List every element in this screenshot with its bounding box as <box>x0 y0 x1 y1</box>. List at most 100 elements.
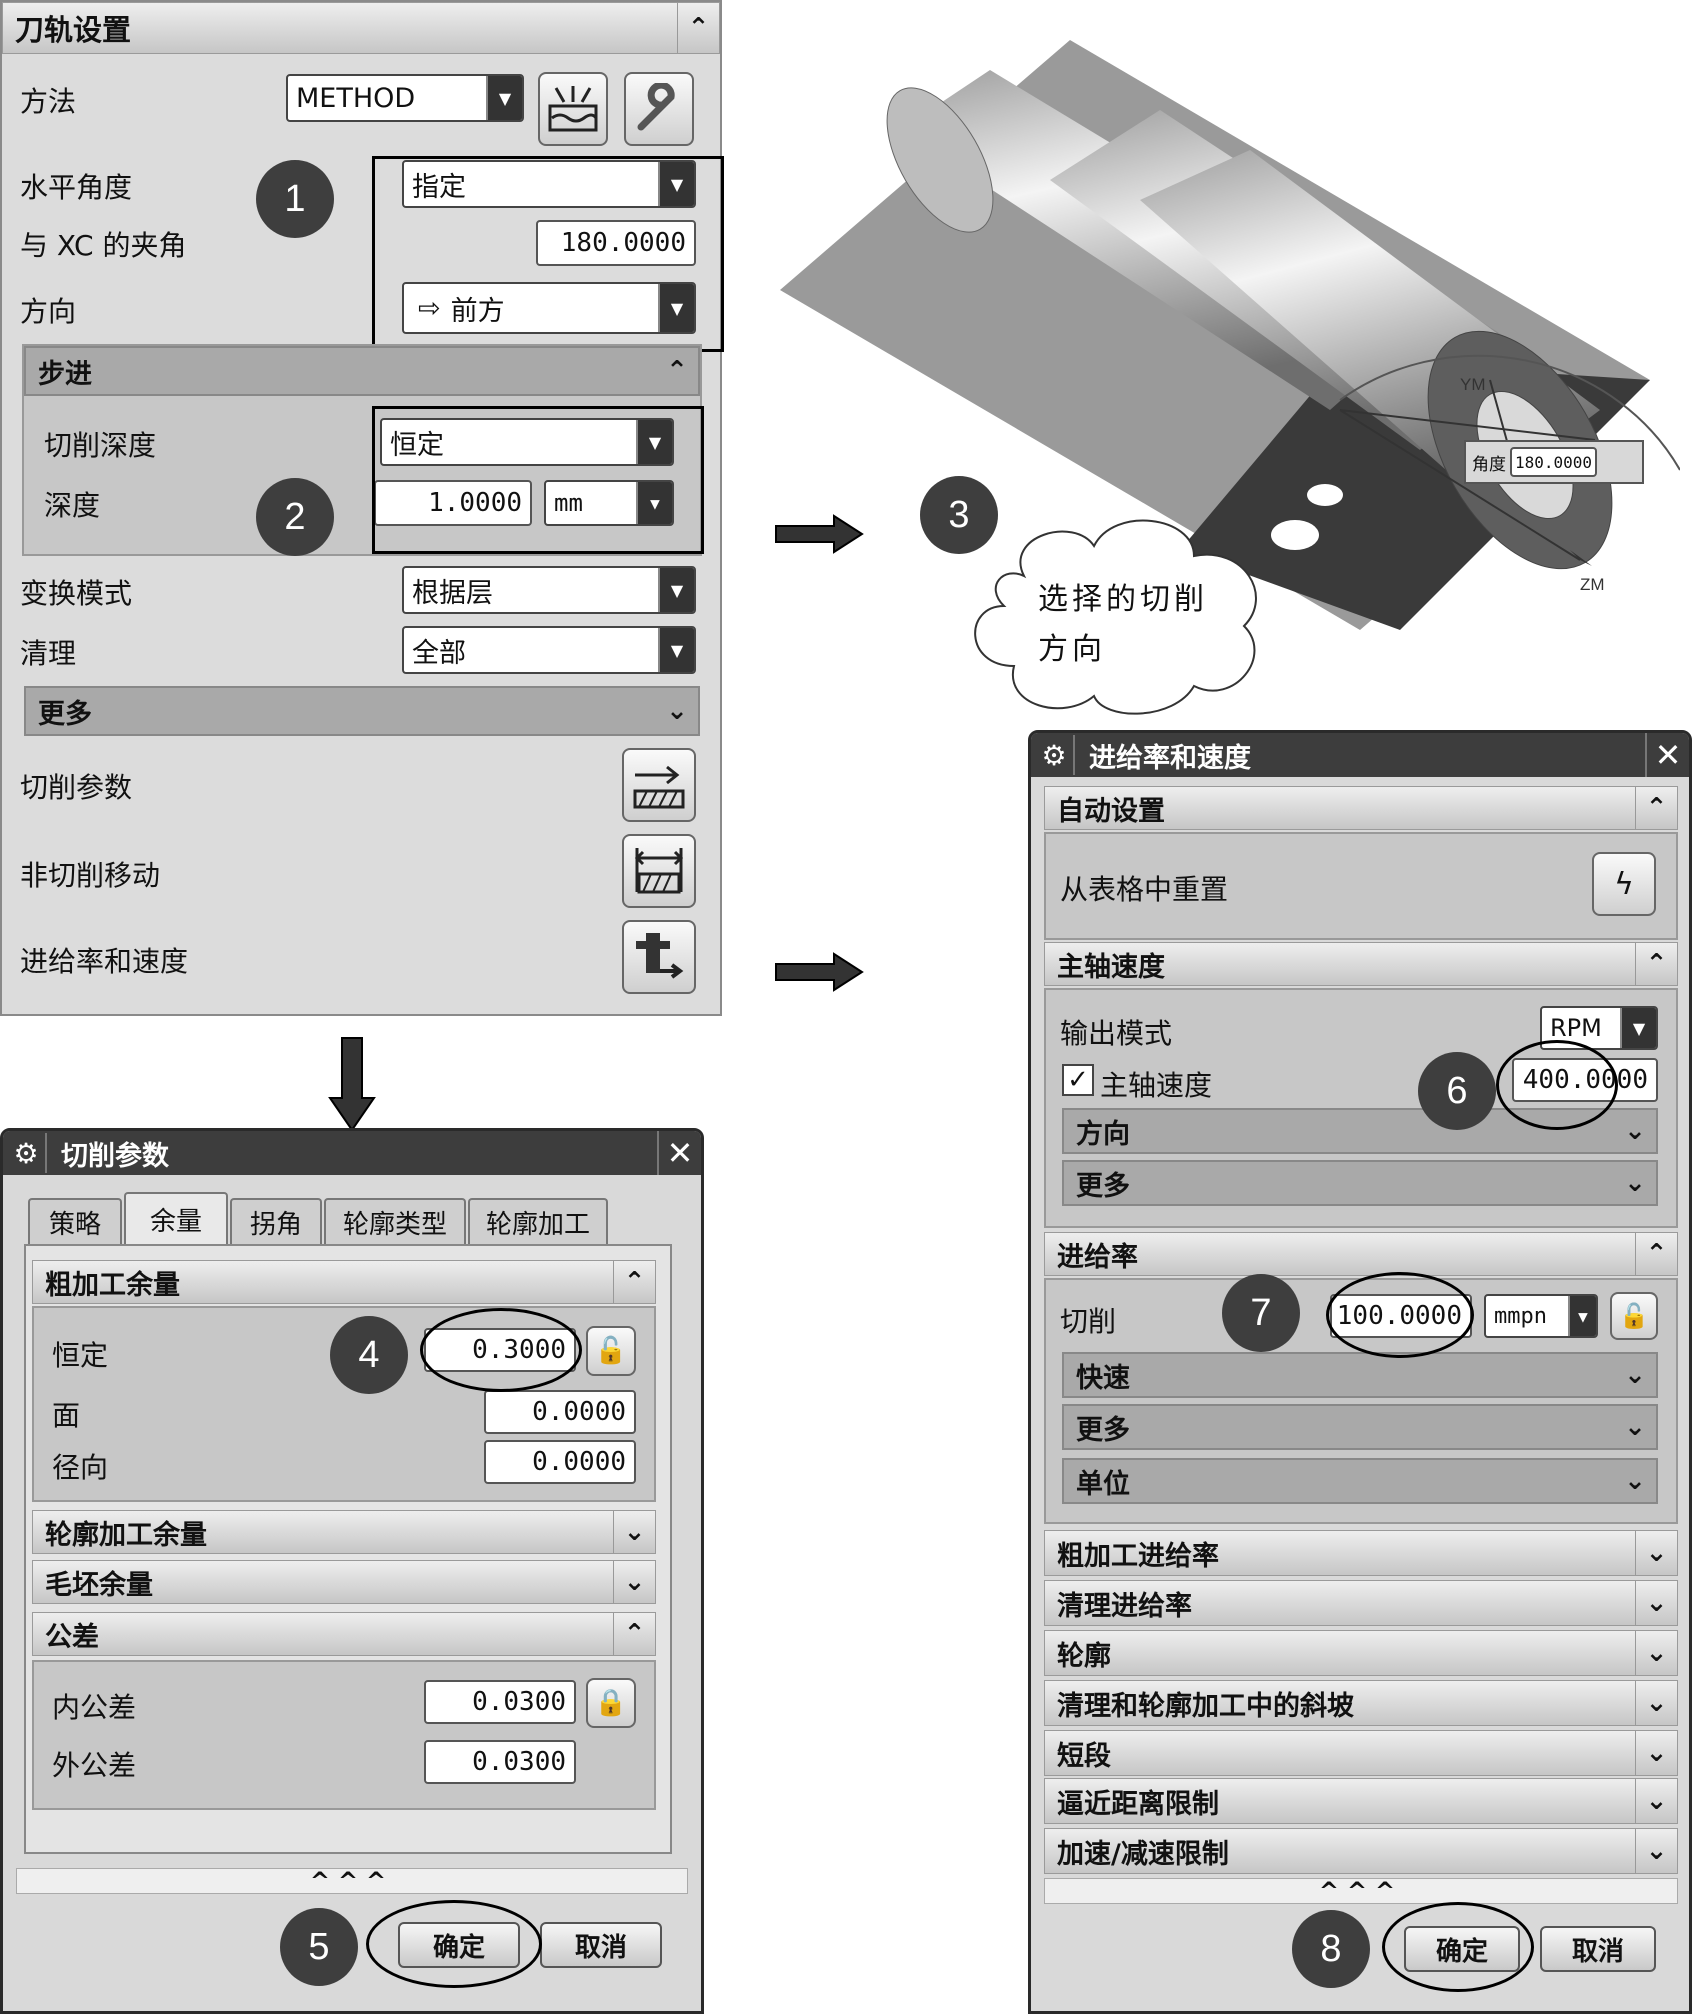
clean-feed-header[interactable]: 清理进给率⌄ <box>1044 1580 1678 1626</box>
approach-limit-header[interactable]: 逼近距离限制⌄ <box>1044 1778 1678 1824</box>
tab-strategy[interactable]: 策略 <box>28 1198 122 1244</box>
method-select[interactable]: METHOD▼ <box>286 74 524 122</box>
chevron-down-icon[interactable]: ⌄ <box>1624 1466 1646 1496</box>
chevron-down-icon[interactable]: ⌄ <box>1635 1779 1677 1823</box>
short-segment-header[interactable]: 短段⌄ <box>1044 1730 1678 1776</box>
cut-depth-label: 切削深度 <box>44 429 157 462</box>
dropdown-arrow-icon: ▼ <box>658 628 694 672</box>
noncut-moves-icon <box>634 848 684 894</box>
chevron-down-icon[interactable]: ⌄ <box>1624 1116 1646 1146</box>
inner-tol-input[interactable]: 0.0300 <box>424 1680 576 1724</box>
chevron-down-icon[interactable]: ⌄ <box>1635 1531 1677 1575</box>
close-icon[interactable]: ✕ <box>657 1131 701 1175</box>
contour-header[interactable]: 轮廓⌄ <box>1044 1630 1678 1676</box>
cut-feed-unit-select[interactable]: mmpn▼ <box>1484 1294 1598 1338</box>
rough-stock-header[interactable]: 粗加工余量⌃ <box>32 1260 656 1304</box>
depth-input[interactable]: 1.0000 <box>374 480 532 526</box>
blank-stock-header[interactable]: 毛坯余量⌄ <box>32 1560 656 1604</box>
tab-corners[interactable]: 拐角 <box>230 1198 322 1244</box>
expand-carets[interactable]: ^^^ <box>16 1867 688 1895</box>
reset-from-table-button[interactable]: ϟ <box>1592 852 1656 916</box>
spindle-speed-header[interactable]: 主轴速度⌃ <box>1044 942 1678 986</box>
inner-tol-label: 内公差 <box>52 1691 137 1724</box>
more-header[interactable]: 更多 ⌄ <box>24 686 700 736</box>
face-stock-input[interactable]: 0.0000 <box>484 1390 636 1434</box>
angle-handle-label: 角度 <box>1472 454 1506 475</box>
feeds-label: 进给率和速度 <box>20 945 189 978</box>
close-icon[interactable]: ✕ <box>1645 733 1689 777</box>
direction-header[interactable]: 方向⌄ <box>1062 1108 1658 1154</box>
tol-lock-button[interactable]: 🔒 <box>586 1678 636 1728</box>
chevron-down-icon[interactable]: ⌄ <box>1624 1360 1646 1390</box>
dropdown-arrow-icon: ▼ <box>636 420 672 464</box>
chevron-up-icon[interactable]: ⌃ <box>1635 943 1677 985</box>
angle-handle[interactable]: 角度 180.0000 <box>1464 440 1644 484</box>
expand-carets[interactable]: ^^^ <box>1044 1877 1678 1905</box>
chevron-down-icon[interactable]: ⌄ <box>1635 1681 1677 1725</box>
accel-limit-header[interactable]: 加速/减速限制⌄ <box>1044 1828 1678 1874</box>
feeds-title: 进给率和速度 <box>1089 742 1251 774</box>
rapid-header[interactable]: 快速⌄ <box>1062 1352 1658 1398</box>
feed-more-header[interactable]: 更多⌄ <box>1062 1404 1658 1450</box>
auto-settings-header[interactable]: 自动设置⌃ <box>1044 786 1678 830</box>
gear-icon: ⚙ <box>1035 735 1075 775</box>
xc-angle-input[interactable]: 180.0000 <box>536 220 696 266</box>
chevron-up-icon[interactable]: ⌃ <box>666 356 688 386</box>
cancel-button[interactable]: 取消 <box>540 1922 662 1968</box>
spindle-speed-checkbox[interactable]: ✓ <box>1062 1064 1094 1096</box>
toolpath-settings-header[interactable]: 刀轨设置 ⌃ <box>2 2 720 54</box>
coolant-icon <box>548 86 598 132</box>
direction-select[interactable]: ⇨前方▼ <box>402 282 696 334</box>
cancel-button[interactable]: 取消 <box>1540 1926 1656 1972</box>
tab-contouring[interactable]: 轮廓加工 <box>468 1198 608 1244</box>
tab-contour-type[interactable]: 轮廓类型 <box>324 1198 466 1244</box>
contour-stock-header[interactable]: 轮廓加工余量⌄ <box>32 1510 656 1554</box>
chevron-up-icon[interactable]: ⌃ <box>1635 1233 1677 1275</box>
chevron-up-icon[interactable]: ⌃ <box>1635 787 1677 829</box>
ramp-header[interactable]: 清理和轮廓加工中的斜坡⌄ <box>1044 1680 1678 1726</box>
highlight-ring-8 <box>1382 1902 1534 1992</box>
angle-handle-input[interactable]: 180.0000 <box>1510 447 1598 477</box>
reset-from-table-label: 从表格中重置 <box>1060 873 1229 906</box>
chevron-up-icon[interactable]: ⌃ <box>677 3 719 53</box>
step-header[interactable]: 步进 ⌃ <box>24 346 700 396</box>
chevron-down-icon[interactable]: ⌄ <box>1624 1168 1646 1198</box>
noncut-button[interactable] <box>622 834 696 908</box>
xc-angle-label: 与 XC 的夹角 <box>20 229 187 262</box>
chevron-up-icon[interactable]: ⌃ <box>613 1261 655 1303</box>
outer-tol-input[interactable]: 0.0300 <box>424 1740 576 1784</box>
output-mode-select[interactable]: RPM▼ <box>1540 1006 1658 1050</box>
chevron-down-icon[interactable]: ⌄ <box>1624 1412 1646 1442</box>
cut-depth-select[interactable]: 恒定▼ <box>380 418 674 466</box>
feedrate-header[interactable]: 进给率⌃ <box>1044 1232 1678 1276</box>
chevron-down-icon[interactable]: ⌄ <box>1635 1829 1677 1873</box>
lock-toggle-button[interactable]: 🔓 <box>586 1326 636 1376</box>
cut-params-button[interactable] <box>622 748 696 822</box>
method-edit-button[interactable] <box>624 72 694 146</box>
dropdown-arrow-icon: ▼ <box>636 482 672 524</box>
chevron-up-icon[interactable]: ⌃ <box>613 1613 655 1655</box>
chevron-down-icon[interactable]: ⌄ <box>666 696 688 726</box>
spindle-speed-label: 主轴速度 <box>1100 1069 1213 1102</box>
h-angle-label: 水平角度 <box>20 171 133 204</box>
radial-stock-input[interactable]: 0.0000 <box>484 1440 636 1484</box>
chevron-down-icon[interactable]: ⌄ <box>1635 1581 1677 1625</box>
chevron-down-icon[interactable]: ⌄ <box>613 1561 655 1603</box>
clean-select[interactable]: 全部▼ <box>402 626 696 674</box>
feeds-button[interactable] <box>622 920 696 994</box>
face-stock-label: 面 <box>52 1399 81 1432</box>
lightning-icon: ϟ <box>1614 866 1634 902</box>
tab-stock[interactable]: 余量 <box>124 1192 228 1244</box>
depth-unit-select[interactable]: mm▼ <box>544 480 674 526</box>
rough-feed-header[interactable]: 粗加工进给率⌄ <box>1044 1530 1678 1576</box>
h-angle-select[interactable]: 指定▼ <box>402 160 696 208</box>
feed-lock-button[interactable]: 🔓 <box>1610 1292 1658 1340</box>
spindle-more-header[interactable]: 更多⌄ <box>1062 1160 1658 1206</box>
transform-select[interactable]: 根据层▼ <box>402 566 696 614</box>
method-display-button[interactable] <box>538 72 608 146</box>
chevron-down-icon[interactable]: ⌄ <box>613 1511 655 1553</box>
chevron-down-icon[interactable]: ⌄ <box>1635 1731 1677 1775</box>
units-header[interactable]: 单位⌄ <box>1062 1458 1658 1504</box>
tolerance-header[interactable]: 公差⌃ <box>32 1612 656 1656</box>
chevron-down-icon[interactable]: ⌄ <box>1635 1631 1677 1675</box>
